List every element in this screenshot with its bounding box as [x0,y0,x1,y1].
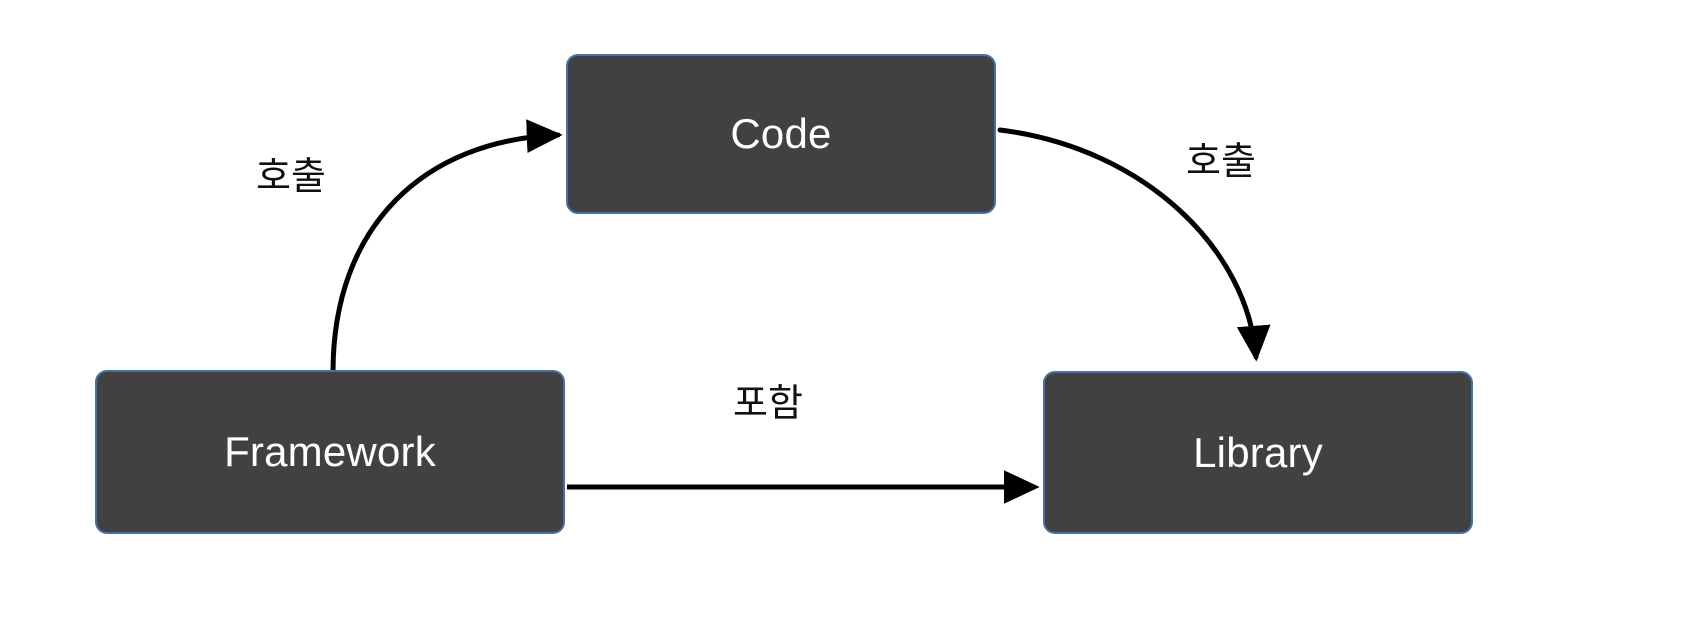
node-code-label: Code [730,110,832,157]
node-library[interactable]: Library [1043,371,1473,534]
node-code[interactable]: Code [566,54,996,214]
node-framework-label: Framework [224,428,436,475]
edge-label-framework-to-library: 포함 [733,383,803,425]
edge-code-to-library [997,127,1271,362]
node-framework[interactable]: Framework [95,370,565,534]
edge-label-code-to-library: 호출 [1186,141,1256,183]
node-library-label: Library [1193,428,1323,476]
edge-label-framework-to-code: 호출 [256,156,326,198]
edge-framework-to-code [330,119,563,375]
